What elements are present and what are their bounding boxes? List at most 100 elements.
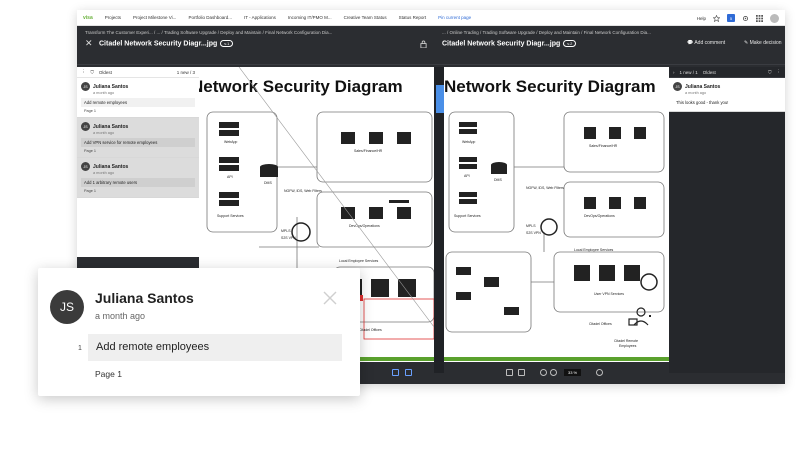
svg-text:Sales/Finance/HR: Sales/Finance/HR bbox=[589, 144, 618, 148]
brand-logo[interactable]: visa bbox=[83, 14, 93, 21]
filter-icon[interactable]: ⛉ bbox=[90, 69, 94, 75]
add-comment-button[interactable]: 💬 Add comment bbox=[687, 40, 726, 46]
doc-title-right-text: Citadel Network Security Diagr...jpg bbox=[442, 40, 561, 48]
help-link[interactable]: Help bbox=[696, 15, 706, 21]
gear-icon[interactable] bbox=[742, 15, 749, 22]
thumbnail-active[interactable] bbox=[436, 85, 444, 113]
svg-text:Support Services: Support Services bbox=[454, 214, 481, 218]
svg-text:Sales/Finance/HR: Sales/Finance/HR bbox=[354, 149, 383, 153]
zoom-in-icon[interactable] bbox=[550, 369, 557, 376]
svg-text:NGFW, IDS, Web Filters: NGFW, IDS, Web Filters bbox=[284, 189, 322, 193]
comment-time: a month ago bbox=[93, 131, 115, 135]
nav-item-status-report[interactable]: Status Report bbox=[398, 15, 427, 20]
sort-select-right[interactable]: Oldest bbox=[702, 69, 716, 75]
svg-text:DevOps/Operations: DevOps/Operations bbox=[349, 224, 380, 228]
pointer-tool-icon[interactable] bbox=[506, 369, 513, 376]
star-icon[interactable] bbox=[713, 14, 720, 22]
nav-right: Help 5 bbox=[697, 10, 779, 26]
nav-item-projects[interactable]: Projects bbox=[104, 15, 121, 20]
green-status-bar-right bbox=[444, 357, 669, 361]
comment-author: Juliana Santos bbox=[93, 123, 129, 130]
avatar: JS bbox=[50, 290, 84, 324]
network-diagram-right: WebApp API Support Services DMS Sales/Fi… bbox=[445, 111, 665, 348]
apps-grid-icon[interactable] bbox=[756, 14, 763, 22]
compare-toggle-icon[interactable] bbox=[405, 369, 412, 376]
pin-page-link[interactable]: Pin current page bbox=[438, 15, 472, 20]
comment-author: Juliana Santos bbox=[93, 163, 129, 170]
comment-page: Page 1 bbox=[95, 369, 122, 379]
comment-page: Page 1 bbox=[84, 149, 97, 153]
thumbnail-strip bbox=[434, 67, 444, 373]
zoom-out-icon[interactable] bbox=[540, 369, 547, 376]
svg-text:Citadel Offices: Citadel Offices bbox=[359, 328, 382, 332]
right-comment-panel: › 1 new / 1 Oldest ⛉ ⋮ JS Juliana Santos… bbox=[669, 67, 785, 373]
comment-author-row: JS Juliana Santos bbox=[673, 82, 781, 91]
comment-count-right: 1 new / 1 bbox=[679, 69, 698, 75]
zoom-level[interactable]: 33 % bbox=[564, 369, 582, 376]
svg-text:NGFW, IDS, Web Filters: NGFW, IDS, Web Filters bbox=[526, 186, 564, 190]
svg-text:MPLS: MPLS bbox=[281, 229, 291, 233]
comment-time: a month ago bbox=[93, 171, 115, 175]
right-comment-header: › 1 new / 1 Oldest ⛉ ⋮ bbox=[669, 67, 785, 78]
svg-text:Citadel Remote: Citadel Remote bbox=[614, 339, 638, 343]
kebab-right-icon[interactable]: ⋮ bbox=[776, 69, 782, 74]
comment-author-row: JS Juliana Santos bbox=[81, 82, 195, 91]
nav-item-creative-team[interactable]: Creative Team Status bbox=[343, 15, 387, 20]
collapse-icon[interactable]: › bbox=[673, 69, 675, 75]
svg-text:DMS: DMS bbox=[264, 181, 272, 185]
breadcrumb-left[interactable]: Transform The Customer Experi... / ... /… bbox=[85, 30, 333, 35]
rotate-icon[interactable] bbox=[596, 369, 603, 376]
nav-item-incoming[interactable]: Incoming IT/PMO M... bbox=[287, 15, 332, 20]
nav-item-milestone[interactable]: Project Milestone Vi... bbox=[133, 15, 177, 20]
comment-item[interactable]: JS Juliana Santos a month ago This looks… bbox=[669, 78, 785, 112]
user-avatar[interactable] bbox=[770, 13, 779, 23]
close-icon[interactable]: ✕ bbox=[85, 38, 93, 48]
comment-text: Add 1 arbitrary remote users bbox=[81, 178, 195, 187]
comment-popup-card[interactable]: JS Juliana Santos a month ago 1 Add remo… bbox=[38, 268, 360, 396]
view-toggle-icon[interactable] bbox=[392, 369, 399, 376]
svg-text:API: API bbox=[464, 174, 470, 178]
lock-icon[interactable] bbox=[420, 40, 427, 48]
nav-item-portfolio[interactable]: Portfolio Dashboard... bbox=[188, 15, 232, 20]
make-decision-button[interactable]: ✎ Make decision bbox=[744, 40, 782, 46]
comment-item[interactable]: JS Juliana Santos a month ago Add remote… bbox=[77, 78, 199, 118]
svg-text:WebApp: WebApp bbox=[462, 140, 475, 144]
avatar: JS bbox=[81, 122, 90, 131]
sort-select-left[interactable]: Oldest bbox=[98, 69, 112, 75]
kebab-icon[interactable]: ⋮ bbox=[81, 69, 86, 74]
svg-text:S2S VPN: S2S VPN bbox=[281, 236, 296, 240]
app-window: visa Projects Project Milestone Vi... Po… bbox=[77, 10, 785, 384]
svg-text:User VPN Services: User VPN Services bbox=[594, 292, 624, 296]
comment-author-row: JS Juliana Santos bbox=[81, 162, 195, 171]
compare-header: ✕ Transform The Customer Experi... / ...… bbox=[77, 26, 785, 64]
nav-item-it-applications[interactable]: IT - Applications bbox=[243, 15, 276, 20]
breadcrumb-right[interactable]: ... / Online Trading / Trading Software … bbox=[442, 30, 651, 35]
svg-text:S2S VPN: S2S VPN bbox=[526, 231, 541, 235]
comment-page: Page 1 bbox=[84, 109, 97, 113]
comment-item[interactable]: JS Juliana Santos a month ago Add VPN se… bbox=[77, 118, 199, 158]
diagram-title-right: Network Security Diagram bbox=[444, 77, 656, 96]
document-right[interactable]: Network Security Diagram bbox=[444, 67, 669, 362]
left-comment-panel: ⋮ ⛉ Oldest 1 new / 3 JS Juliana Santos a… bbox=[77, 67, 199, 257]
notifications-badge[interactable]: 5 bbox=[727, 14, 735, 22]
comment-text: Add VPN service for remote employees bbox=[81, 138, 195, 147]
comment-page: Page 1 bbox=[84, 189, 97, 193]
comment-item[interactable]: JS Juliana Santos a month ago Add 1 arbi… bbox=[77, 158, 199, 198]
top-nav: visa Projects Project Milestone Vi... Po… bbox=[77, 10, 785, 26]
version-pill-right[interactable]: v.2 bbox=[563, 40, 577, 47]
make-decision-label: Make decision bbox=[749, 40, 782, 46]
comment-time: a month ago bbox=[93, 91, 115, 95]
comment-time: a month ago bbox=[685, 91, 707, 95]
pan-tool-icon[interactable] bbox=[518, 369, 525, 376]
comment-author-row: JS Juliana Santos bbox=[81, 122, 195, 131]
svg-text:DevOps/Operations: DevOps/Operations bbox=[584, 214, 615, 218]
comment-text: Add remote employees bbox=[81, 98, 195, 107]
close-icon[interactable] bbox=[322, 290, 338, 306]
version-pill-left[interactable]: v.1 bbox=[220, 40, 234, 47]
filter-right-icon[interactable]: ⛉ bbox=[768, 69, 772, 75]
svg-text:API: API bbox=[227, 175, 233, 179]
comment-text: This looks good - thank you! bbox=[673, 98, 781, 107]
